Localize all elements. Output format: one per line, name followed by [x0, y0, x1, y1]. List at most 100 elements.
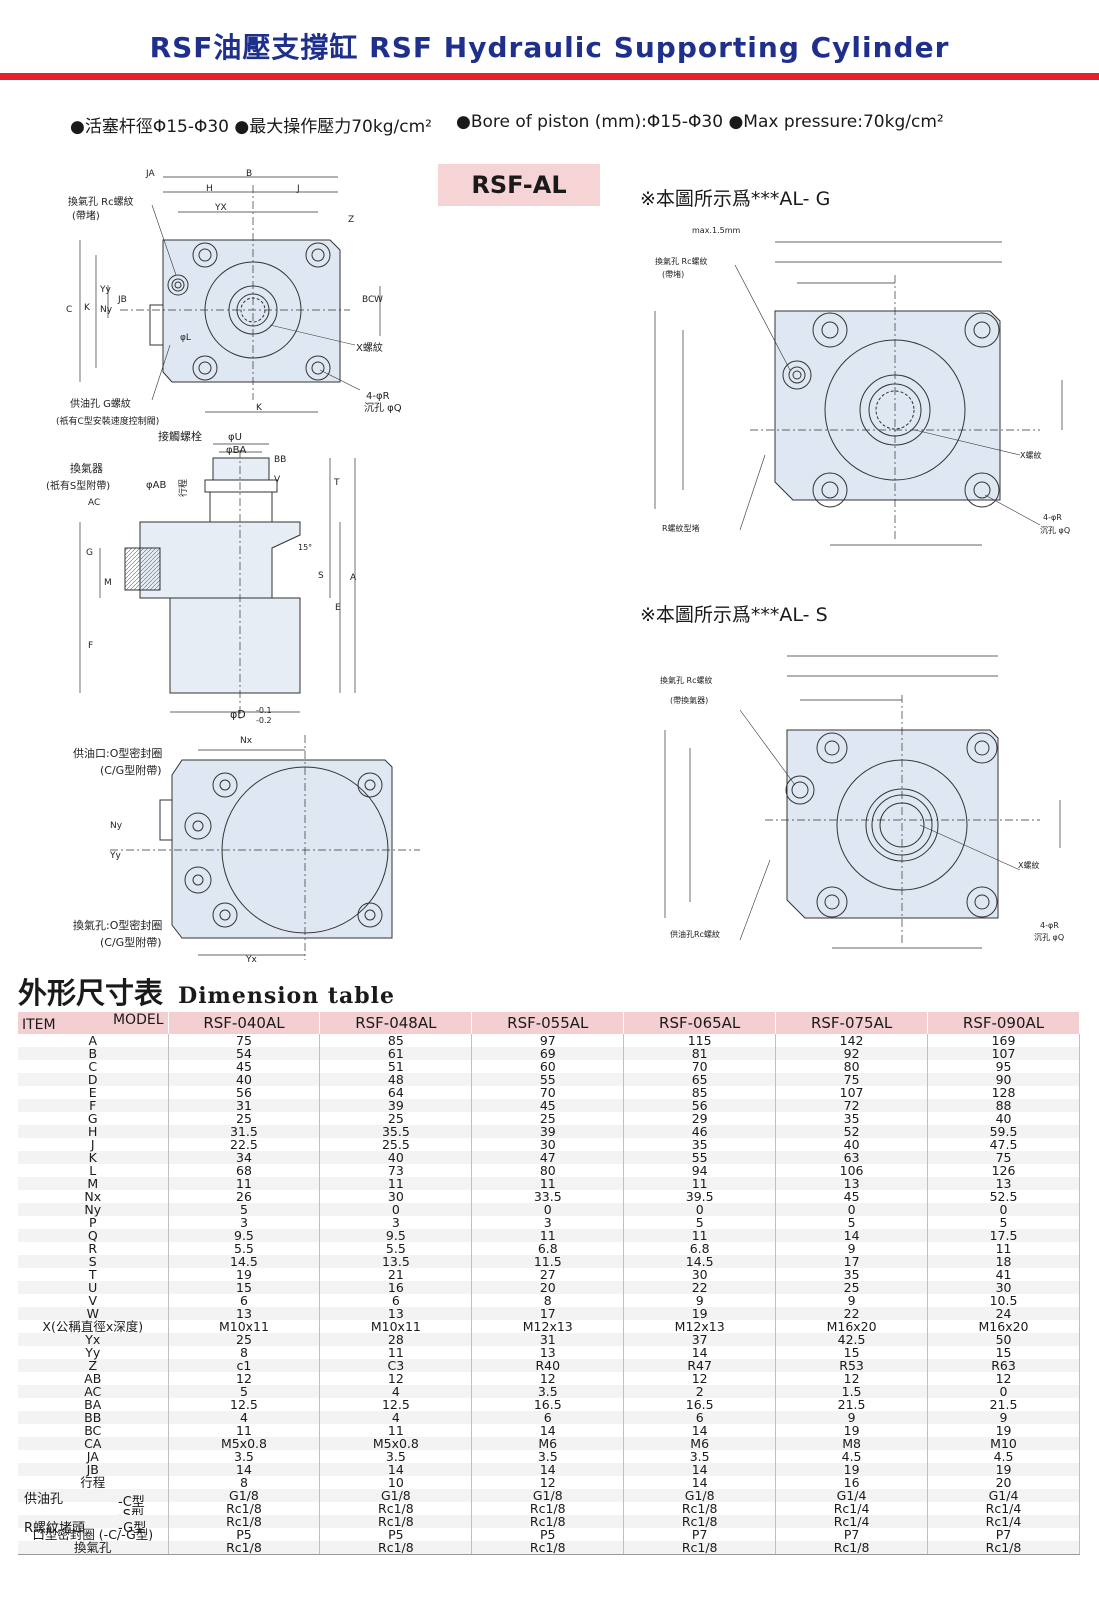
- table-cell: 16: [319, 1281, 473, 1294]
- row-item-label: F: [18, 1099, 169, 1112]
- header-model: MODEL: [112, 1012, 164, 1028]
- table-cell: R47: [623, 1359, 777, 1372]
- table-cell: 40: [775, 1138, 929, 1151]
- dim-k: K: [84, 303, 91, 313]
- table-cell: 19: [927, 1463, 1080, 1476]
- table-cell: 40: [927, 1112, 1080, 1125]
- table-cell: 0: [775, 1203, 929, 1216]
- label-g-holes: 4-φR: [1043, 513, 1062, 522]
- table-cell: 6: [319, 1294, 473, 1307]
- table-cell: 34: [168, 1151, 321, 1164]
- table-cell: 21.5: [927, 1398, 1080, 1411]
- table-cell: Rc1/8: [168, 1541, 321, 1555]
- table-cell: 4: [319, 1385, 473, 1398]
- table-cell: 24: [927, 1307, 1080, 1320]
- table-cell: 4.5: [775, 1450, 929, 1463]
- table-cell: 47.5: [927, 1138, 1080, 1151]
- table-cell: 106: [775, 1164, 929, 1177]
- table-cell: 40: [168, 1073, 321, 1086]
- table-cell: 51: [319, 1060, 473, 1073]
- label-s-x-thread: X螺紋: [1018, 860, 1039, 870]
- label-c-type-note: (祇有C型安裝速度控制閥): [56, 415, 159, 427]
- spec-zh: ●活塞杆徑Φ15-Φ30 ●最大操作壓力70kg/cm²: [70, 117, 432, 137]
- label-s-type-note: (祇有S型附帶): [46, 479, 110, 492]
- table-cell: 33.5: [471, 1190, 625, 1203]
- table-cell: 13: [168, 1307, 321, 1320]
- table-cell: 10.5: [927, 1294, 1080, 1307]
- table-cell: 14.5: [623, 1255, 777, 1268]
- table-cell: M10: [927, 1437, 1080, 1450]
- label-tol-upper: -0.1: [256, 706, 272, 715]
- table-cell: 4: [319, 1411, 473, 1424]
- row-item-label: X(公稱直徑x深度): [18, 1320, 169, 1333]
- table-cell: 46: [623, 1125, 777, 1138]
- row-item-label: JA: [18, 1450, 169, 1463]
- table-cell: 64: [319, 1086, 473, 1099]
- table-cell: 55: [471, 1073, 625, 1086]
- table-cell: 70: [471, 1086, 625, 1099]
- label-s-counterbore: 沉孔 φQ: [1034, 933, 1064, 942]
- table-cell: 13: [927, 1177, 1080, 1190]
- dim-yy: Yy: [99, 285, 111, 295]
- table-cell: 13: [319, 1307, 473, 1320]
- table-cell: 14.5: [168, 1255, 321, 1268]
- page-title: RSF油壓支撐缸 RSF Hydraulic Supporting Cylind…: [149, 31, 950, 64]
- label-g-x-thread: X螺紋: [1020, 450, 1041, 460]
- table-cell: 14: [623, 1346, 777, 1359]
- table-cell: 30: [319, 1190, 473, 1203]
- table-cell: 11: [623, 1229, 777, 1242]
- table-cell: 12: [623, 1372, 777, 1385]
- table-cell: 5.5: [319, 1242, 473, 1255]
- table-cell: M6: [471, 1437, 625, 1450]
- table-cell: 9.5: [319, 1229, 473, 1242]
- table-cell: 56: [623, 1099, 777, 1112]
- table-cell: 15: [927, 1346, 1080, 1359]
- table-cell: P5: [168, 1528, 321, 1541]
- bottom-view-left: [110, 735, 420, 960]
- table-cell: 6.8: [623, 1242, 777, 1255]
- table-cell: 9: [775, 1411, 929, 1424]
- header-model-col: RSF-090AL: [927, 1012, 1080, 1034]
- table-cell: M12x13: [623, 1320, 777, 1333]
- table-cell: 142: [775, 1034, 929, 1047]
- table-cell: 25: [775, 1281, 929, 1294]
- label-g-vent-hole: 換氣孔 Rc螺紋: [655, 256, 708, 266]
- row-item-label: Nx: [18, 1190, 169, 1203]
- table-cell: P7: [927, 1528, 1080, 1541]
- table-cell: Rc1/8: [623, 1502, 777, 1515]
- group-label: R螺紋堵頭: [24, 1520, 86, 1536]
- table-cell: 5.5: [168, 1242, 321, 1255]
- label-stroke: 行程: [177, 479, 189, 497]
- table-cell: 97: [471, 1034, 625, 1047]
- table-cell: Rc1/8: [927, 1541, 1080, 1555]
- label-joint-bolt: 接觸螺栓: [158, 429, 202, 443]
- table-cell: 1.5: [775, 1385, 929, 1398]
- table-cell: 90: [927, 1073, 1080, 1086]
- label-s-holes: 4-φR: [1040, 921, 1059, 930]
- label-phi-l: φL: [180, 333, 191, 343]
- table-cell: 55: [623, 1151, 777, 1164]
- table-cell: 80: [775, 1060, 929, 1073]
- table-cell: 0: [623, 1203, 777, 1216]
- table-cell: 3: [471, 1216, 625, 1229]
- table-cell: 5: [623, 1216, 777, 1229]
- row-item-label: R螺紋堵頭-G型: [18, 1515, 169, 1535]
- table-cell: 81: [623, 1047, 777, 1060]
- table-cell: 14: [623, 1476, 777, 1489]
- label-angle: 15°: [298, 543, 312, 552]
- table-cell: 3.5: [168, 1450, 321, 1463]
- table-cell: 12: [775, 1372, 929, 1385]
- row-item-label: R: [18, 1242, 169, 1255]
- table-cell: 12: [471, 1476, 625, 1489]
- row-item-label: Yy: [18, 1346, 169, 1359]
- table-cell: 15: [775, 1346, 929, 1359]
- table-cell: 94: [623, 1164, 777, 1177]
